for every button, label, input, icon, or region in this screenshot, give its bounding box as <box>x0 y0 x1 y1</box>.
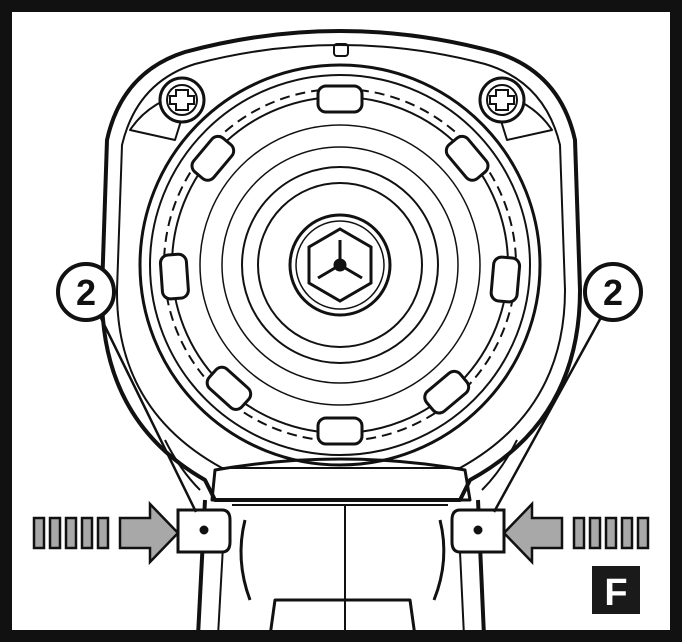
callout-leaders <box>96 311 606 513</box>
press-arrow-left <box>32 500 180 566</box>
release-button-left <box>176 508 232 554</box>
screw-left <box>158 76 206 124</box>
figure-letter: F <box>604 572 627 614</box>
figure-letter-badge: F <box>592 566 640 614</box>
screw-right <box>478 76 526 124</box>
callout-right: 2 <box>583 262 643 322</box>
press-arrow-right <box>502 500 650 566</box>
callout-right-number: 2 <box>603 272 623 313</box>
chuck-tabs <box>158 84 522 446</box>
release-button-right <box>450 508 506 554</box>
callout-left-number: 2 <box>76 272 96 313</box>
tool-handle <box>164 439 518 637</box>
callout-left: 2 <box>56 262 116 322</box>
hex-socket <box>307 227 373 303</box>
